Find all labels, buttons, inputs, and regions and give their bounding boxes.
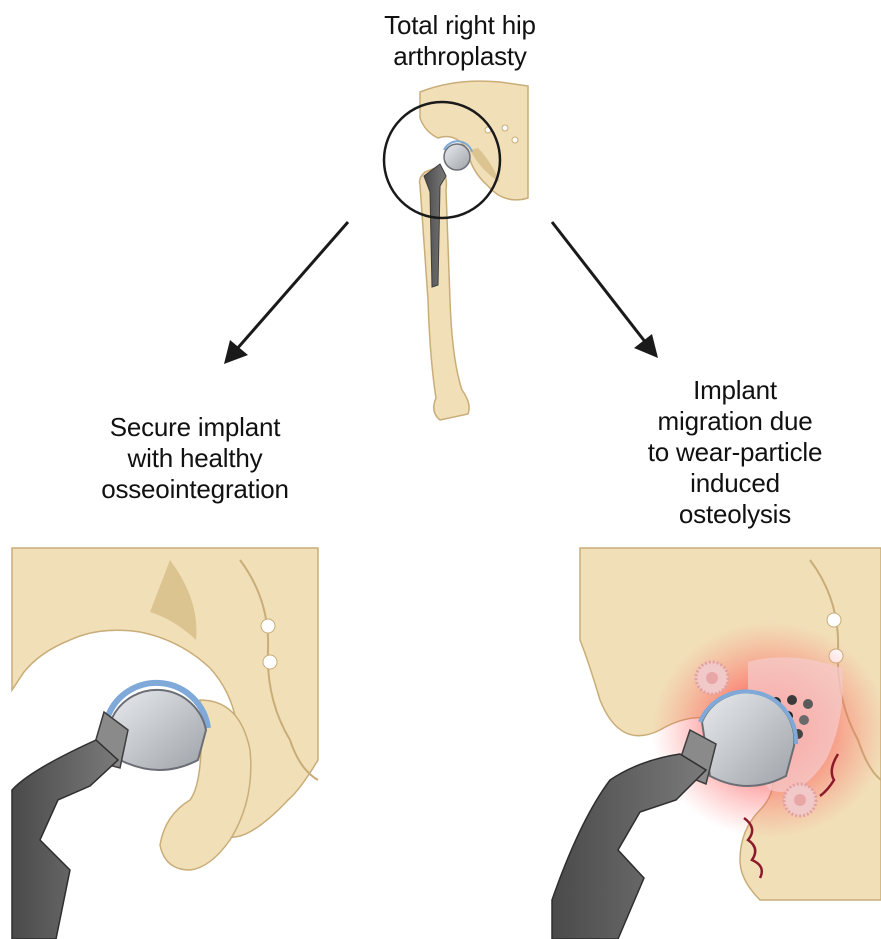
top-femur	[420, 166, 470, 420]
top-hip-illustration	[384, 81, 528, 420]
left-sacral-foramen	[261, 619, 275, 633]
top-sacral-hole	[512, 137, 518, 143]
left-hip-closeup	[12, 548, 318, 939]
right-sacral-foramen	[827, 613, 841, 627]
osteoclast-cell	[696, 662, 728, 694]
arrow-right	[552, 222, 658, 358]
top-femoral-head	[444, 144, 470, 170]
right-femoral-stem	[552, 754, 706, 939]
right-hip-closeup	[552, 548, 881, 939]
arrow-left	[224, 222, 348, 364]
left-femoral-stem	[12, 740, 118, 939]
top-sacral-hole	[502, 125, 508, 131]
osteoclast-cell	[784, 784, 816, 816]
left-sacral-foramen	[263, 655, 277, 669]
